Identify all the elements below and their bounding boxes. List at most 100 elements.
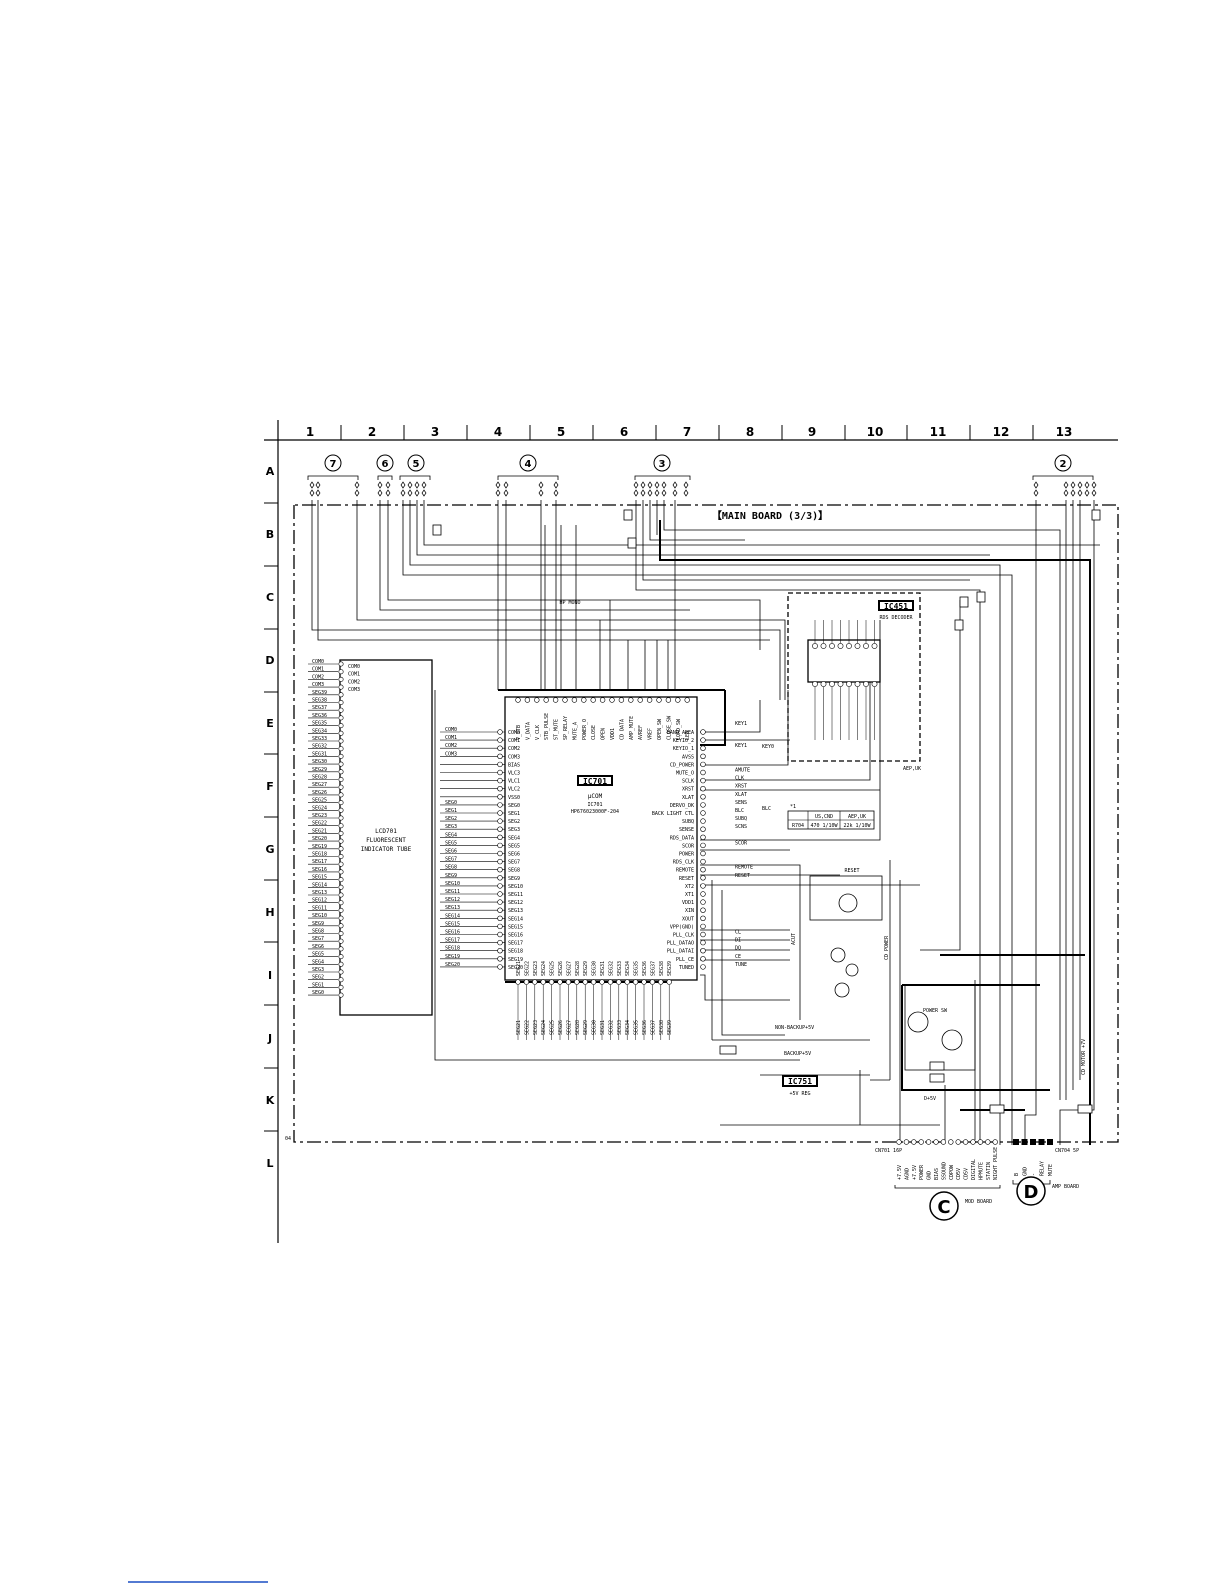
ic451-desc: RDS DECODER <box>879 615 913 621</box>
ic701-bottom-net-label: SEG36 <box>642 1020 648 1035</box>
ic701-left-pin-label: COM0 <box>508 730 520 736</box>
ic701-right-pin-label: XRST <box>682 787 694 793</box>
ic701-bottom-net-label: SEG31 <box>600 1020 606 1035</box>
ic701-right-pin-label: TUNED <box>679 965 694 971</box>
ic701-left-net-label: SEG4 <box>445 832 457 838</box>
connector-c-pin <box>948 1139 954 1145</box>
row-label: G <box>265 843 274 856</box>
lcd-pin <box>338 699 344 705</box>
key1-label: KEY1 <box>735 721 747 727</box>
connector-d-label: D <box>1024 1182 1039 1203</box>
connector-c-pin <box>962 1139 969 1145</box>
connector-6-label: 6 <box>382 459 389 470</box>
ic701-right-pin-label: XIN <box>685 908 694 914</box>
ic701-bottom-pin <box>649 979 656 985</box>
connector-c-pin-label: +7.5V <box>912 1165 918 1180</box>
ic701-right-net-label: KEY1 <box>735 743 747 749</box>
lcd-line1: FLUORESCENT <box>366 837 406 844</box>
row-label: L <box>266 1157 273 1170</box>
ic701-bottom-net-label: SEG38 <box>659 1020 665 1035</box>
ic701-left-pin-label: VLC1 <box>508 779 520 785</box>
ic701-right-pin <box>700 729 706 735</box>
connector-pin-marker <box>1084 481 1090 497</box>
row-label: K <box>266 1094 275 1107</box>
ic701-right-pin <box>700 899 706 905</box>
ic701-left-net-label: SEG0 <box>445 800 457 806</box>
ic701-left-pin <box>497 802 503 808</box>
connector-pin-marker <box>1091 481 1097 497</box>
ic701-bottom-net-label: SEG22 <box>524 1020 530 1035</box>
lcd-pin <box>338 830 344 836</box>
lcd-pin <box>338 838 344 844</box>
ic701-left-pin <box>497 842 503 849</box>
cd-power-label: CD POWER <box>884 935 890 960</box>
lcd-pin-label: SEG5 <box>312 952 324 958</box>
acut-label: ACUT <box>791 933 797 945</box>
ic701-left-pin-label: COM1 <box>508 738 520 744</box>
connector-c-pin-label: AGND <box>904 1168 910 1180</box>
lcd-pin-label: SEG28 <box>312 775 327 781</box>
lcd-pin <box>338 923 344 929</box>
ic701-left-pin-label: SEG1 <box>508 811 520 817</box>
ic701-left-pin-label: SEG17 <box>508 941 523 947</box>
non-backup-label: NON-BACKUP+5V <box>775 1025 814 1031</box>
ic701-name: IC701 <box>583 777 607 786</box>
ic701-left-net-label: SEG11 <box>445 889 460 895</box>
ic701-right-pin <box>700 826 706 832</box>
ic701-left-net-label: SEG8 <box>445 865 457 871</box>
table-mark: *1 <box>790 804 796 810</box>
ic451-pin <box>837 681 844 687</box>
lcd-pin-label: SEG31 <box>312 751 327 757</box>
ic451-pin <box>829 643 835 649</box>
ic451-pin <box>812 643 818 649</box>
ic751-desc: +5V REG <box>789 1091 810 1097</box>
table-cell-aep: 22k 1/10W <box>843 823 871 829</box>
ic701-left-pin <box>497 883 503 889</box>
ic701-left-net-label: SEG3 <box>445 824 457 830</box>
lcd-pin-label: SEG35 <box>312 721 327 727</box>
lcd-pin-label: SEG10 <box>312 913 327 919</box>
connector-pin-marker <box>1070 481 1076 497</box>
ic701-bottom-net-label: SEG29 <box>583 1020 589 1035</box>
connector-c-pin <box>911 1139 917 1145</box>
lcd-pin-label: SEG3 <box>312 967 324 973</box>
ic701-top-pin-label: V_CLK <box>535 725 541 740</box>
ic701-left-pin <box>497 939 503 946</box>
ic451-pin <box>854 643 861 649</box>
ic701-right-pin-label: VDD1 <box>682 900 694 906</box>
connector-c-pin <box>896 1139 902 1145</box>
ic701-top-pin <box>628 697 634 703</box>
ic701-left-pin-label: SEG5 <box>508 843 520 849</box>
connector-brackets <box>307 475 1094 480</box>
ic701-left-net-label: COM3 <box>445 751 457 757</box>
lcd-pin <box>338 846 344 852</box>
ic701-microcontroller: IC701 μCOM IC701 HP676023000F-204 COM0CO… <box>440 696 753 1040</box>
ic701-right-pin-label: POWER <box>679 852 695 858</box>
lcd-pin-label: SEG17 <box>312 859 327 865</box>
connector-d-pin <box>1030 1139 1036 1145</box>
connector-pin-marker <box>495 481 501 497</box>
ic701-left-net-label: SEG9 <box>445 873 457 879</box>
supply-markers <box>432 509 1101 1114</box>
ic701-bottom-pin <box>565 979 572 985</box>
ic701-bottom-pin <box>616 979 622 985</box>
key0-label: KEY0 <box>762 744 774 750</box>
lcd-pin <box>338 669 344 675</box>
row-label: E <box>266 717 274 730</box>
ic701-bottom-net-label: SEG21 <box>516 1020 522 1035</box>
ic701-left-pin <box>497 875 503 881</box>
ic701-bottom-pin-label: SEG29 <box>583 961 589 976</box>
connector-pin-marker <box>385 481 391 497</box>
table-cell-ref: R704 <box>792 823 804 829</box>
ic451-pin <box>863 681 869 687</box>
connector-c-pin <box>977 1139 984 1145</box>
connector-pin-marker <box>661 481 667 497</box>
lcd-pin <box>338 853 344 859</box>
ic701-right-pin <box>700 931 706 938</box>
ic701-left-pin <box>497 931 503 938</box>
ic701-bottom-pin <box>557 979 563 985</box>
ic451-name: IC451 <box>884 602 908 611</box>
ic701-top-pin-label: AVREF <box>638 725 644 740</box>
ic701-left-pin <box>497 729 503 735</box>
